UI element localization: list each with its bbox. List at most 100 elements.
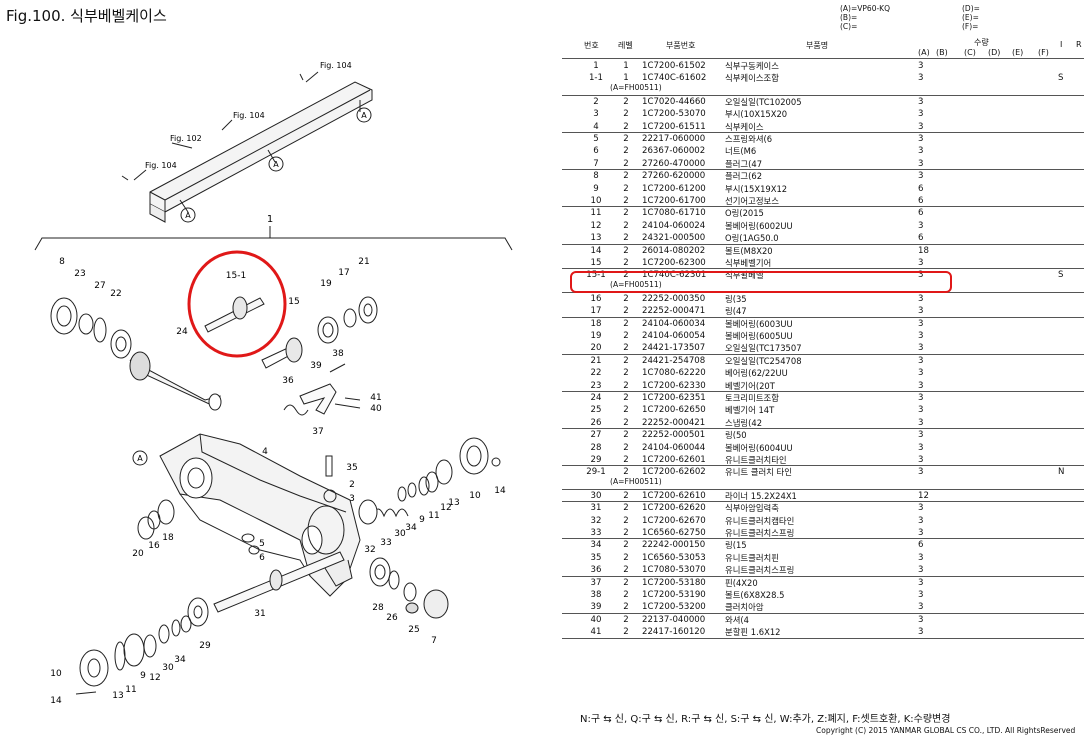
cell-pn: 1C6560-62750 — [642, 528, 706, 538]
cell-qa: 3 — [918, 109, 924, 120]
cell-no: 11 — [590, 208, 602, 219]
part-label: 2 — [349, 480, 355, 490]
part-label: 31 — [254, 609, 265, 619]
part-label: 24 — [176, 327, 188, 337]
cell-lv: 2 — [623, 146, 629, 157]
part-label: 3 — [349, 494, 355, 504]
cell-no: 41 — [590, 627, 602, 638]
part-label: 21 — [358, 257, 369, 267]
cell-lv: 2 — [623, 355, 629, 366]
cell-name: 식부윌베벨 — [725, 270, 764, 281]
cell-pn: 1C7200-53180 — [642, 577, 706, 588]
cell-pn: 24421-173507 — [642, 343, 706, 354]
cell-pn: 1C7200-62620 — [642, 503, 706, 514]
part-label: 27 — [94, 281, 105, 291]
cell-pn: 1C7020-44660 — [642, 96, 706, 107]
cell-pn: 1C7200-61700 — [642, 196, 706, 206]
exploded-diagram: Fig. 104 Fig. 104 Fig. 102 Fig. 104 A A … — [34, 61, 513, 706]
cell-name: 볼트(6X8X28.5 — [725, 590, 785, 600]
cell-qa: 3 — [918, 306, 924, 317]
cell-ir: N — [1058, 467, 1065, 478]
cell-no: 9 — [593, 183, 599, 194]
cell-lv: 2 — [623, 380, 629, 391]
cell-lv: 2 — [623, 467, 629, 478]
cell-qa: 6 — [918, 183, 924, 194]
part-label: 34 — [405, 523, 417, 533]
cell-qa: 3 — [918, 528, 924, 538]
cell-lv: 2 — [623, 552, 629, 563]
cell-no: 35 — [590, 552, 602, 563]
part-label: 33 — [380, 538, 391, 548]
cell-qa: 3 — [918, 121, 924, 132]
cell-qa: 12 — [918, 490, 929, 501]
cell-name: 유니트클러치캠타인 — [725, 515, 795, 526]
cell-name: 분할핀 1.6X12 — [725, 627, 781, 638]
cell-lv: 2 — [623, 393, 629, 403]
cell-no: 40 — [590, 614, 602, 625]
cell-pn: 1C740C-61602 — [642, 73, 707, 84]
cell-no: 34 — [590, 540, 602, 551]
cell-no: 3 — [593, 109, 599, 120]
cell-lv: 2 — [623, 306, 629, 317]
cell-lv: 2 — [623, 577, 629, 588]
part-label: 4 — [262, 447, 268, 457]
cell-no: 29 — [590, 455, 602, 465]
part-label: 10 — [469, 491, 481, 501]
part-label: 9 — [140, 671, 146, 681]
cell-pn: 22137-040000 — [642, 614, 706, 625]
cell-pn: 1C7200-62330 — [642, 380, 706, 391]
cell-name: 플러그(62 — [725, 171, 763, 182]
highlight-label: 15-1 — [226, 271, 246, 281]
cell-name: 식부베벨기어 — [725, 258, 772, 268]
cell-pn: 24104-060054 — [642, 331, 706, 341]
cell-no: 33 — [590, 528, 602, 538]
cell-name: 링(47 — [725, 306, 747, 317]
cell-name: 볼베어링(6003UU — [725, 318, 793, 329]
part-label: 18 — [162, 533, 174, 543]
cell-no: 38 — [590, 590, 602, 600]
callout-a: A — [361, 111, 367, 120]
part-label: 29 — [199, 641, 211, 651]
part-label: 6 — [259, 553, 265, 563]
cell-qa: 3 — [918, 318, 924, 329]
cell-qa: 3 — [918, 503, 924, 514]
cell-name: O링(1AG50.0 — [725, 233, 779, 244]
part-label: 12 — [440, 503, 451, 513]
part-label: 12 — [149, 673, 160, 683]
header-qty-c: (C) — [964, 48, 976, 57]
cell-name: 플러그(47 — [725, 158, 763, 169]
cell-lv: 2 — [623, 270, 629, 281]
cell-qa: 18 — [918, 245, 929, 256]
cell-qa: 3 — [918, 331, 924, 341]
part-label: 26 — [386, 613, 398, 623]
part-label: 40 — [370, 404, 382, 414]
cell-pn: 1C6560-53053 — [642, 552, 706, 563]
cell-no: 27 — [590, 430, 602, 441]
cell-name: 링(50 — [725, 430, 747, 441]
cell-name: 유니트클러치스프링 — [725, 565, 795, 576]
cell-name: 라이너 15.2X24X1 — [725, 490, 797, 501]
fig-ref-label: Fig. 104 — [145, 161, 177, 170]
part-label: 13 — [448, 498, 459, 508]
cell-lv: 2 — [623, 528, 629, 538]
cell-pn: 1C7200-62601 — [642, 455, 706, 465]
cell-name: 베벨기어(20T — [725, 380, 775, 391]
cell-no: 17 — [590, 306, 602, 317]
cell-name: O링(2015 — [725, 208, 764, 219]
cell-qa: 3 — [918, 355, 924, 366]
cell-ir: S — [1058, 73, 1064, 84]
cell-pn: 22252-000421 — [642, 417, 706, 428]
cell-pn: 22252-000501 — [642, 430, 706, 441]
part-label: 9 — [419, 515, 425, 525]
cell-lv: 2 — [623, 503, 629, 514]
